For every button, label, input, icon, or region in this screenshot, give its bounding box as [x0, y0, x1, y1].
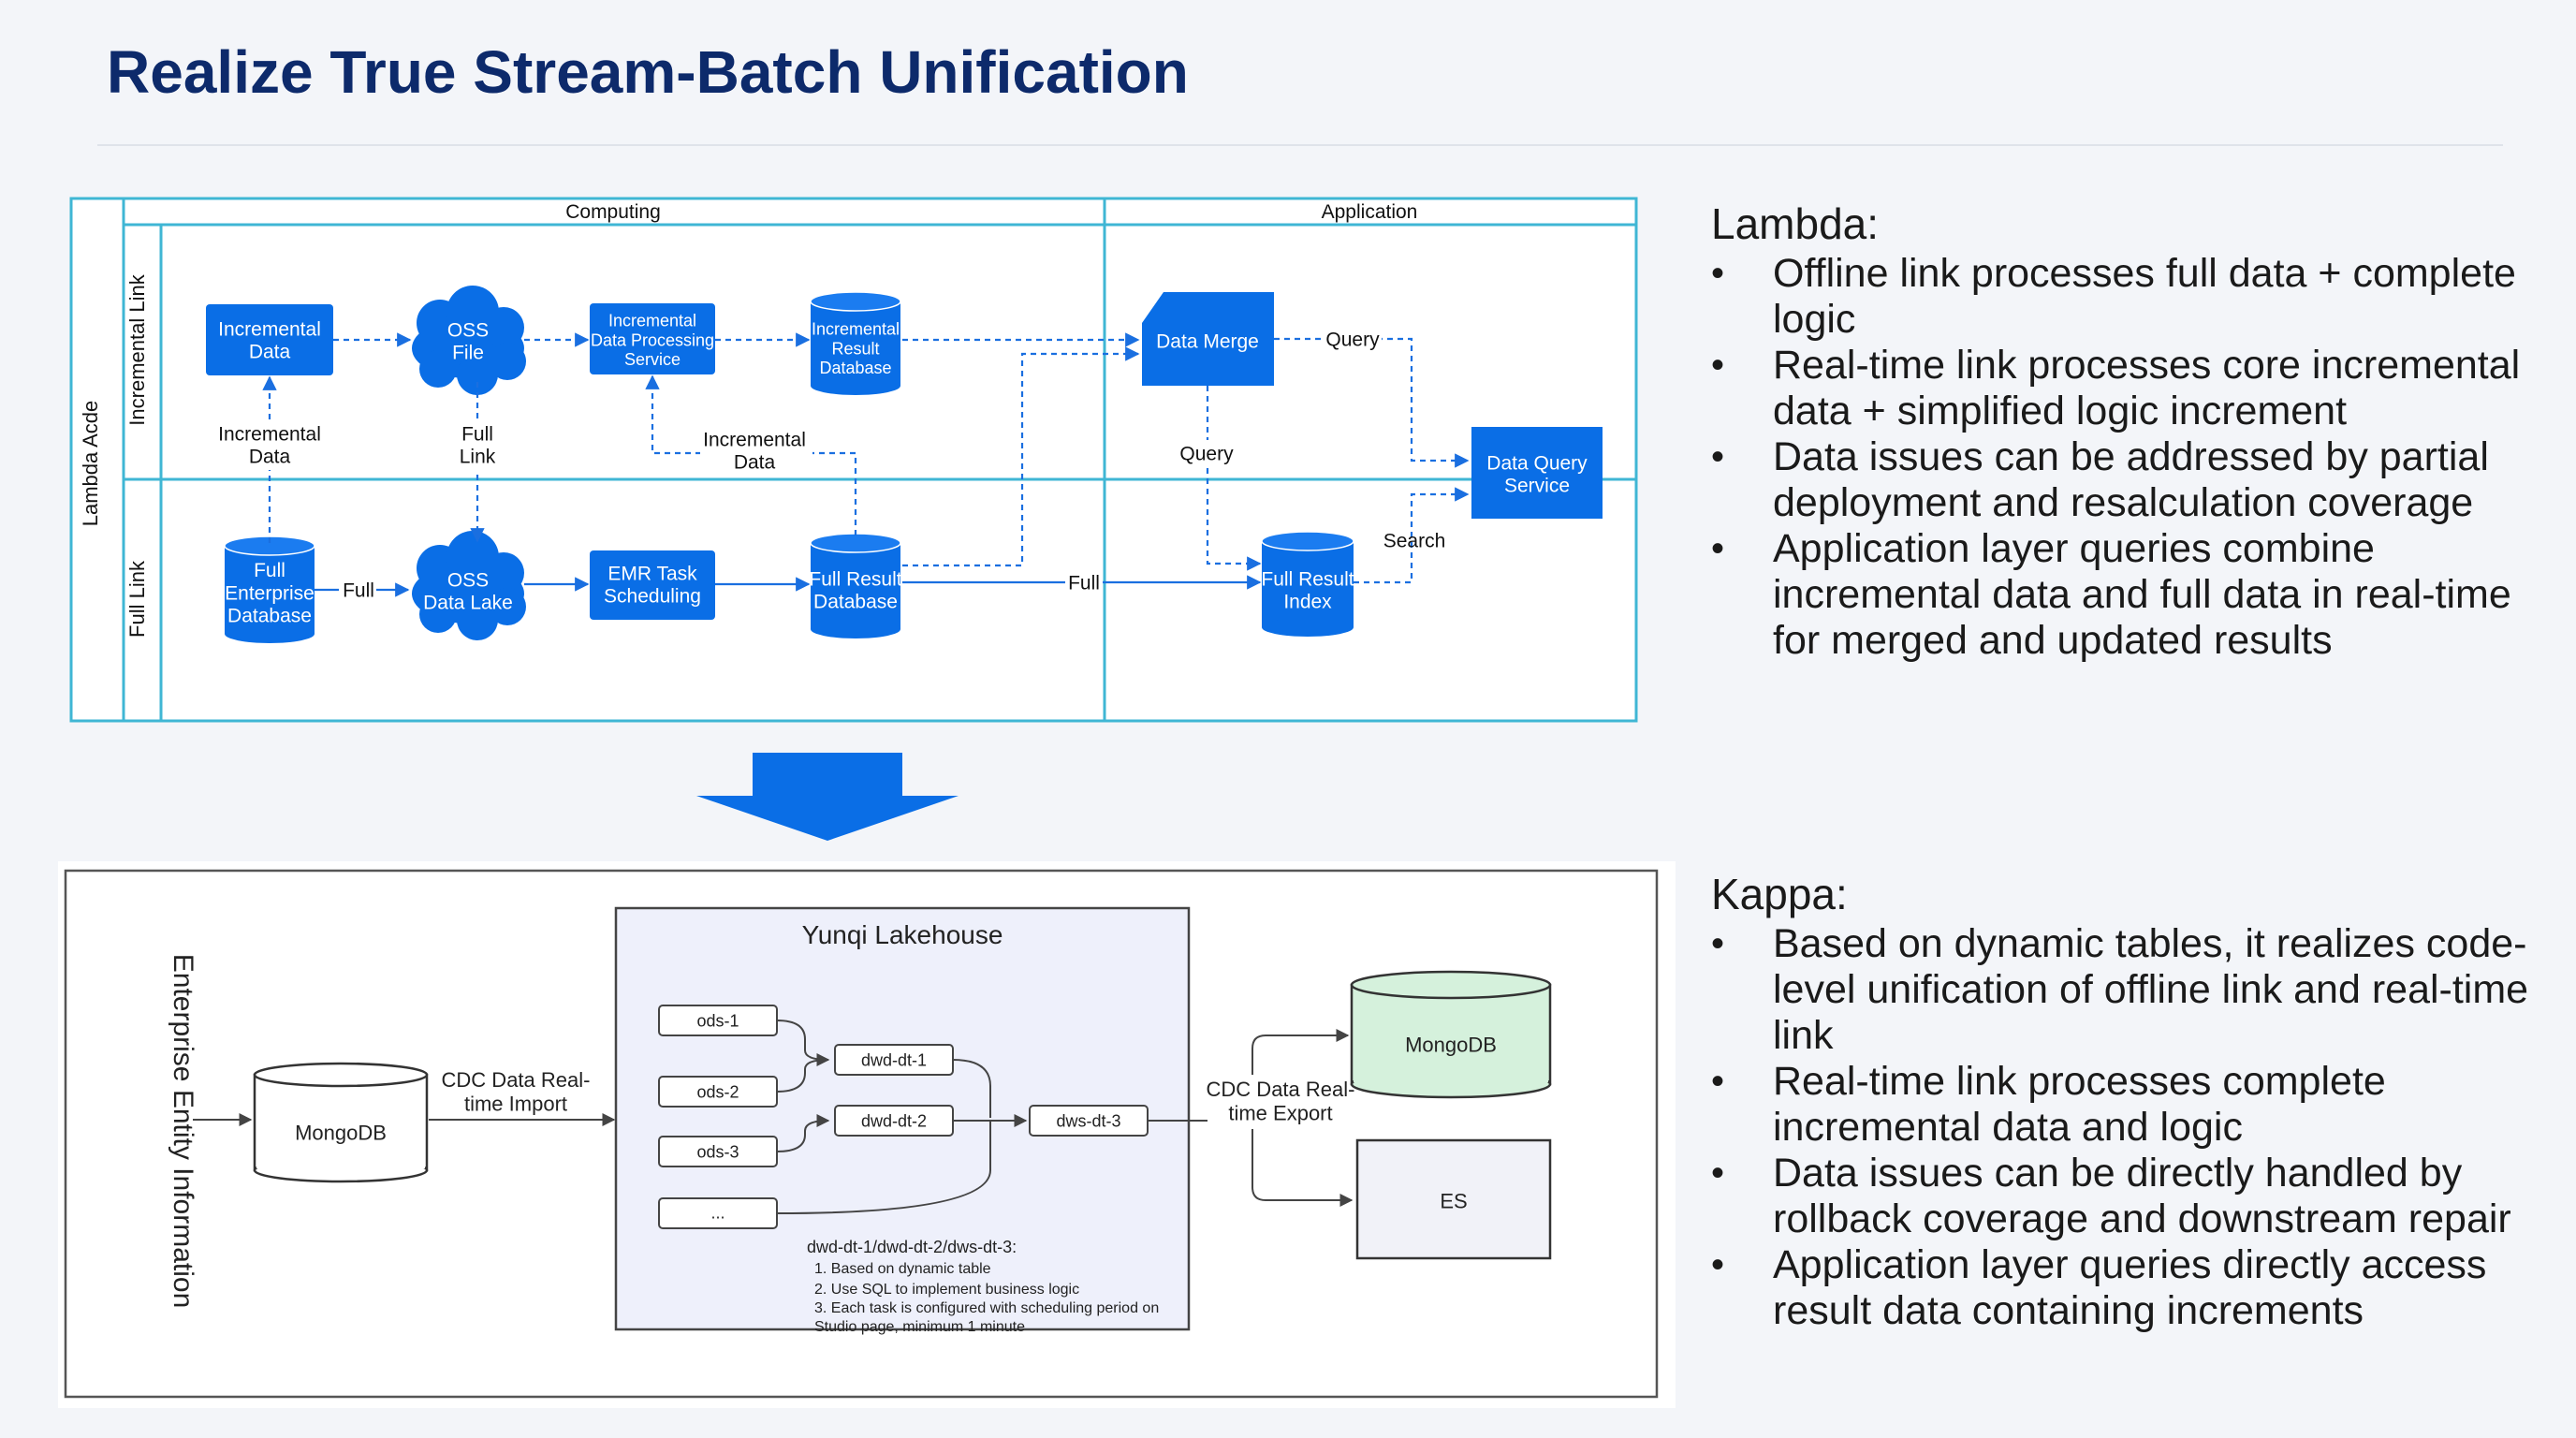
notes-line-0: dwd-dt-1/dwd-dt-2/dws-dt-3:: [807, 1238, 1017, 1256]
dws-dt-3-label: dws-dt-3: [1056, 1111, 1120, 1130]
column-label-application: Application: [1322, 201, 1418, 223]
down-arrow: [696, 753, 959, 841]
oss-file-cloud: [412, 286, 526, 395]
ods-1-node: [658, 1005, 778, 1036]
kappa-bullet: Based on dynamic tables, it realizes cod…: [1711, 921, 2554, 1059]
kappa-heading: Kappa:: [1711, 870, 1848, 918]
full-result-index-node: [1261, 531, 1354, 637]
edge-label-query-1: Query: [1325, 329, 1380, 350]
kappa-target-mongodb-label: MongoDB: [1405, 1034, 1497, 1057]
kappa-source-mongodb-label: MongoDB: [295, 1122, 387, 1145]
edge-fullresult-to-processing: [645, 374, 857, 536]
full-result-db-node: [810, 533, 901, 638]
lambda-mode-label: Lambda Acde: [79, 401, 102, 527]
emr-scheduling-node: [590, 550, 715, 620]
ods-3-node: [658, 1136, 778, 1167]
lambda-bullet: Offline link processes full data + compl…: [1711, 251, 2554, 343]
notes-line-4: Studio page, minimum 1 minute: [814, 1319, 1025, 1335]
notes-line-3: 3. Each task is configured with scheduli…: [814, 1300, 1159, 1316]
lambda-heading: Lambda:: [1711, 199, 1880, 248]
notes-line-1: 1. Based on dynamic table: [814, 1261, 991, 1277]
lambda-bullet: Real-time link processes core incrementa…: [1711, 343, 2554, 434]
kappa-diagram: Enterprise Entity Information MongoDB CD…: [58, 861, 1676, 1408]
data-merge-node: [1142, 292, 1274, 386]
ods-1-label: ods-1: [696, 1011, 739, 1030]
full-enterprise-db-node: [224, 536, 315, 643]
ods-more-label: ...: [710, 1203, 724, 1222]
ods-3-label: ods-3: [696, 1142, 739, 1161]
lakehouse-title: Yunqi Lakehouse: [802, 920, 1003, 949]
cdc-export-label: CDC Data Real-time Export: [1207, 1078, 1355, 1124]
kappa-bullet: Application layer queries directly acces…: [1711, 1242, 2554, 1334]
row-label-incremental: Incremental Link: [125, 273, 149, 425]
notes-line-2: 2. Use SQL to implement business logic: [814, 1282, 1079, 1298]
kappa-side-label: Enterprise Entity Information: [168, 954, 198, 1309]
kappa-bullet: Data issues can be directly handled by r…: [1711, 1151, 2554, 1242]
page-title: Realize True Stream-Batch Unification: [107, 38, 1189, 106]
edge-label-full-2: Full: [1068, 572, 1100, 594]
ods-more-node: [658, 1197, 778, 1229]
edge-label-full-1: Full: [343, 580, 374, 601]
incremental-processing-node: [590, 303, 715, 374]
dwd-dt-1-label: dwd-dt-1: [861, 1050, 927, 1069]
kappa-target-mongodb: [1350, 970, 1552, 1099]
incremental-data-node: [206, 304, 333, 375]
ods-2-node: [658, 1076, 778, 1108]
oss-data-lake-cloud: [412, 531, 526, 640]
dws-dt-3-node: [1029, 1105, 1149, 1137]
incremental-result-db-node: [810, 291, 901, 395]
kappa-es-label: ES: [1440, 1190, 1467, 1213]
lambda-bullet: Application layer queries combine increm…: [1711, 526, 2554, 664]
lambda-diagram: Lambda Acde Incremental Link Full Link C…: [69, 197, 1638, 723]
lambda-bullet: Data issues can be addressed by partial …: [1711, 434, 2554, 526]
kappa-bullet: Real-time link processes complete increm…: [1711, 1059, 2554, 1151]
row-label-full: Full Link: [125, 560, 149, 638]
edge-label-search: Search: [1383, 530, 1446, 551]
column-label-computing: Computing: [565, 201, 661, 223]
edge-label-query-2: Query: [1179, 443, 1234, 464]
ods-2-label: ods-2: [696, 1082, 739, 1101]
cdc-import-label: CDC Data Real-time Import: [442, 1068, 591, 1115]
title-divider: [97, 144, 2503, 146]
kappa-es-node: [1355, 1138, 1552, 1260]
edge-merge-to-index: [1206, 386, 1262, 571]
dwd-dt-2-node: [834, 1105, 954, 1137]
data-query-service-node: [1471, 427, 1603, 519]
dwd-dt-1-node: [834, 1044, 954, 1076]
lambda-description: Lambda: Offline link processes full data…: [1711, 198, 2554, 664]
data-merge-label: Data Merge: [1156, 330, 1259, 352]
kappa-source-mongodb: [253, 1062, 429, 1183]
kappa-description: Kappa: Based on dynamic tables, it reali…: [1711, 869, 2554, 1334]
dwd-dt-2-label: dwd-dt-2: [861, 1111, 927, 1130]
edge-merge-to-query: [1274, 337, 1470, 468]
